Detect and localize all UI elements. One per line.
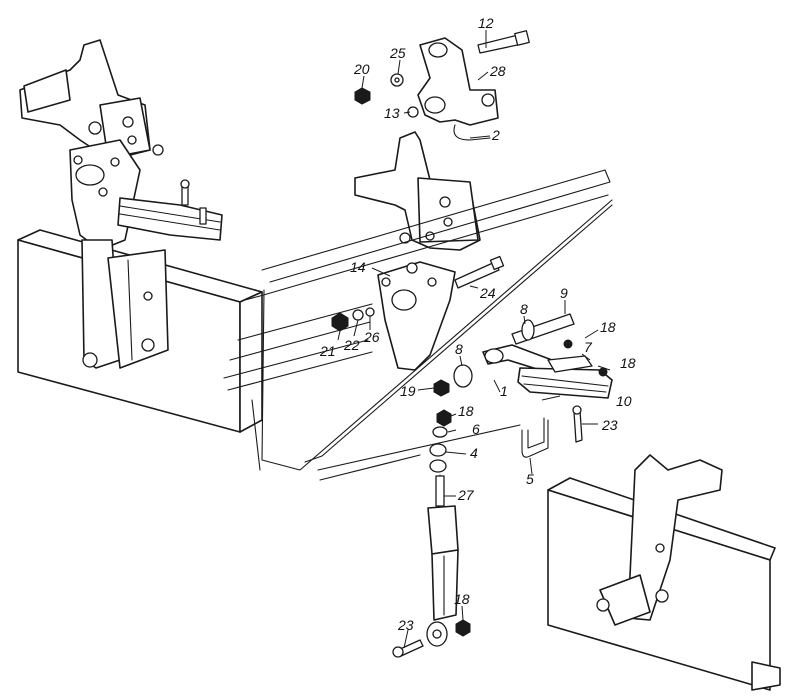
callout-23-upper: 23 <box>601 417 618 433</box>
rail-outline-ghost <box>223 169 613 481</box>
callout-18-d: 18 <box>454 591 470 607</box>
callout-6: 6 <box>472 421 480 437</box>
callout-13: 13 <box>384 105 400 121</box>
callout-1: 1 <box>500 383 508 399</box>
upper-shackle-bracket <box>354 30 530 141</box>
shock-absorber <box>392 474 471 658</box>
callout-5: 5 <box>526 471 534 487</box>
callout-24: 24 <box>479 285 496 301</box>
callout-18-a: 18 <box>600 319 616 335</box>
callout-19: 19 <box>400 383 416 399</box>
callout-14: 14 <box>350 259 366 275</box>
callout-20: 20 <box>353 61 370 77</box>
callout-27: 27 <box>457 487 475 503</box>
leaf-spring-assembly <box>429 313 613 473</box>
callout-21: 21 <box>319 343 336 359</box>
right-frame-rail <box>547 454 781 691</box>
callout-22: 22 <box>343 337 360 353</box>
callout-25: 25 <box>389 45 406 61</box>
callout-23-lower: 23 <box>397 617 414 633</box>
callout-2: 2 <box>491 127 500 143</box>
callout-28: 28 <box>489 63 506 79</box>
callout-10: 10 <box>616 393 632 409</box>
callout-4: 4 <box>470 445 478 461</box>
callout-8-upper: 8 <box>520 301 528 317</box>
callout-labels: 12 25 20 28 13 2 14 24 9 8 18 7 18 21 22… <box>319 15 636 633</box>
callout-12: 12 <box>478 15 494 31</box>
callout-18-b: 18 <box>620 355 636 371</box>
callout-18-c: 18 <box>458 403 474 419</box>
middle-spring-bracket <box>331 131 505 397</box>
callout-7: 7 <box>584 339 593 355</box>
callout-8-lower: 8 <box>455 341 463 357</box>
leader-lines <box>337 30 611 649</box>
callout-26: 26 <box>363 329 380 345</box>
callout-9: 9 <box>560 285 568 301</box>
left-spring-bracket <box>19 39 223 369</box>
